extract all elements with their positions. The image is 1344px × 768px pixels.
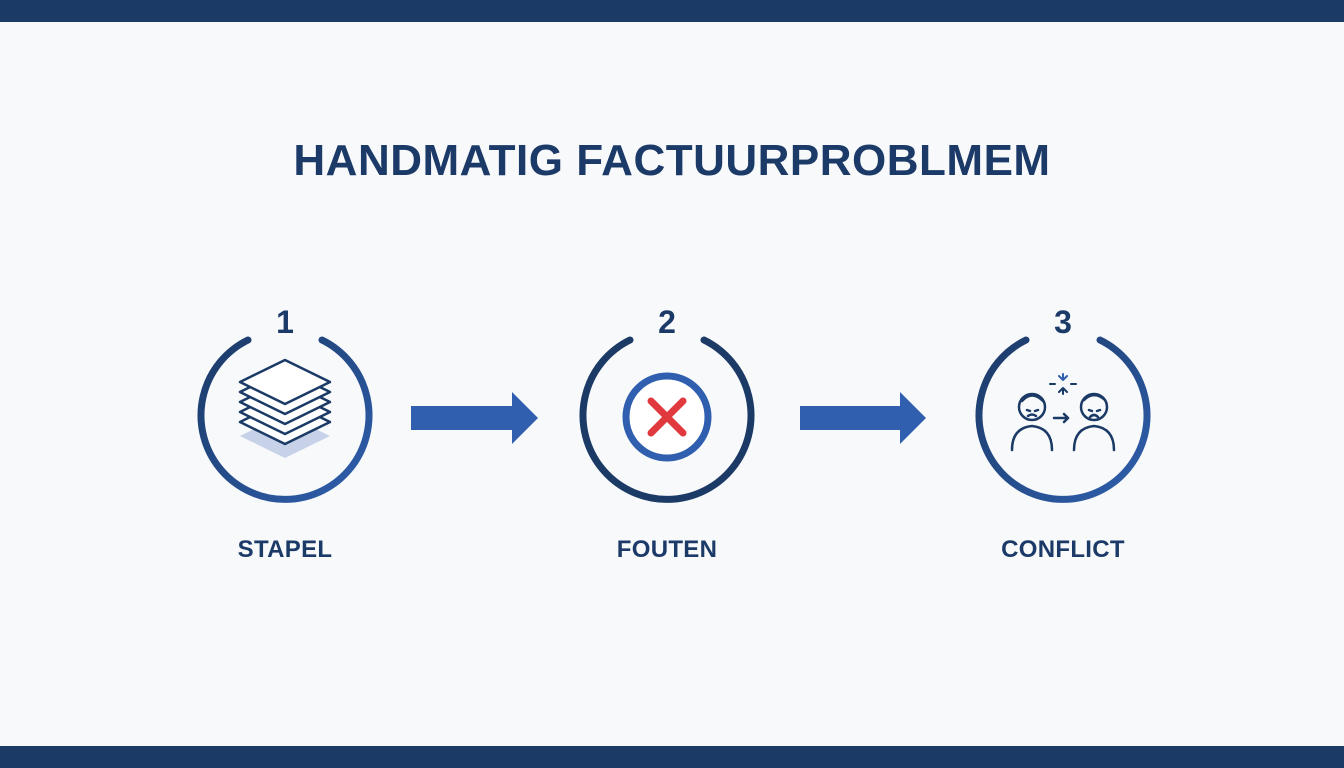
- step-3-ring: [975, 336, 1151, 503]
- error-x-icon: [622, 372, 712, 462]
- step-1-ring: [197, 336, 373, 503]
- stack-of-papers-icon: [238, 358, 332, 458]
- top-band: [0, 0, 1344, 22]
- arrow-right-icon: [800, 392, 926, 444]
- step-2-number: 2: [658, 304, 676, 340]
- page-title: HANDMATIG FACTUURPROBLMEM: [293, 136, 1051, 185]
- step-2-ring: [579, 336, 755, 503]
- step-1-number: 1: [276, 304, 294, 340]
- step-2-label: FOUTEN: [616, 536, 718, 563]
- arrow-right-icon: [411, 392, 538, 444]
- people-conflict-icon: [1010, 373, 1116, 452]
- bottom-band: [0, 746, 1344, 768]
- step-3-label: CONFLICT: [1001, 536, 1125, 563]
- step-1-label: STAPEL: [237, 536, 333, 563]
- step-3-number: 3: [1054, 304, 1072, 340]
